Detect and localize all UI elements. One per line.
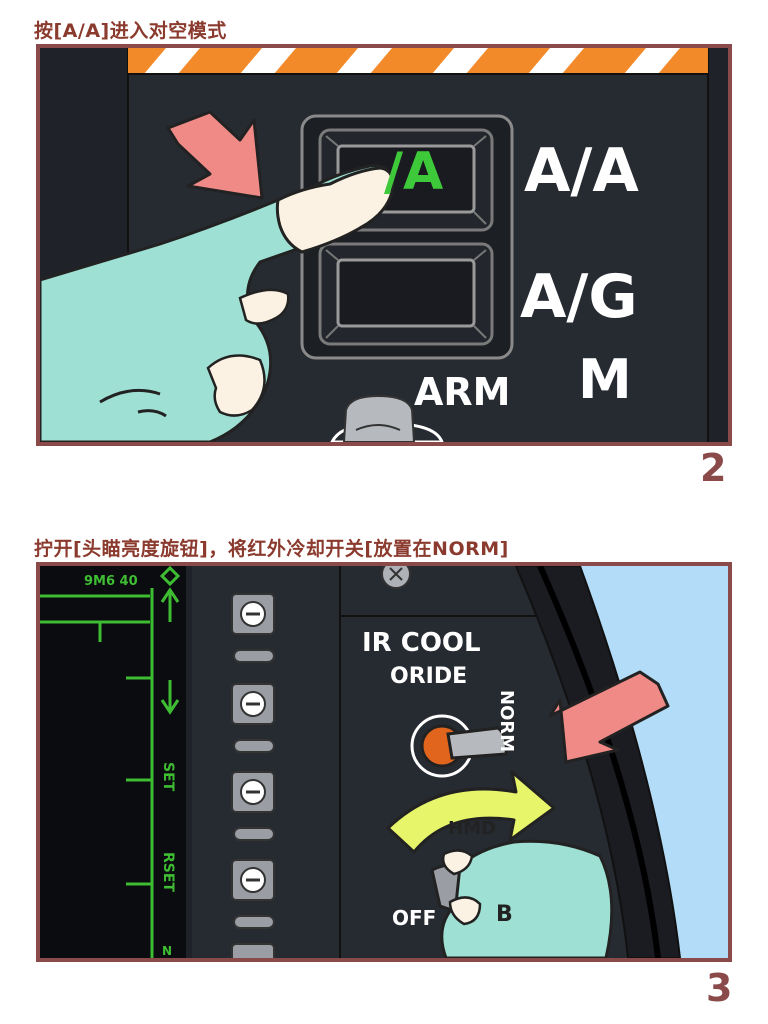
step2-illustration <box>40 48 728 442</box>
step2-caption: 按[A/A]进入对空模式 <box>34 20 227 42</box>
display-top-readout: 9M6 40 <box>84 574 138 589</box>
step3-number: 3 <box>706 966 733 1010</box>
b-label: B <box>496 902 513 927</box>
hand-illustration-knob <box>440 839 614 958</box>
pointer-arrow-3 <box>548 670 670 764</box>
step2-panel: /A A/A A/G ARM M <box>36 44 732 446</box>
norm-label: NORM <box>496 690 517 753</box>
hand-illustration <box>40 164 395 442</box>
hazard-stripe <box>128 48 708 75</box>
hmd-label: HMD <box>448 818 496 839</box>
ir-cool-toggle-switch[interactable] <box>410 714 508 778</box>
step2-number: 2 <box>700 446 727 490</box>
aa-mode-label: A/A <box>524 136 639 206</box>
off-label: OFF <box>392 906 437 930</box>
arm-toggle-knob <box>330 394 444 442</box>
button-bezel <box>300 114 514 360</box>
screw-icon <box>381 566 411 589</box>
ir-cool-label: IR COOL <box>362 628 481 658</box>
step3-illustration <box>40 566 728 958</box>
oride-label: ORIDE <box>390 664 468 689</box>
display-rset-label: RSET <box>160 852 176 892</box>
step3-panel: 9M6 40 SET RSET N IR COOL ORIDE NORM HMD… <box>36 562 732 962</box>
display-n-label: N <box>162 944 173 958</box>
display-set-label: SET <box>160 762 176 792</box>
hmd-rotate-arrow <box>386 770 556 854</box>
step3-caption: 拧开[头瞄亮度旋钮]，将红外冷却开关[放置在NORM] <box>34 538 509 560</box>
arm-label: ARM <box>414 370 511 414</box>
side-button-column <box>192 566 340 958</box>
aa-lit-button-label[interactable]: /A <box>384 142 444 202</box>
hud-display-lines <box>40 566 181 958</box>
pointer-arrow <box>166 110 264 200</box>
m-mode-label: M <box>578 348 632 411</box>
ag-mode-label: A/G <box>520 262 638 332</box>
